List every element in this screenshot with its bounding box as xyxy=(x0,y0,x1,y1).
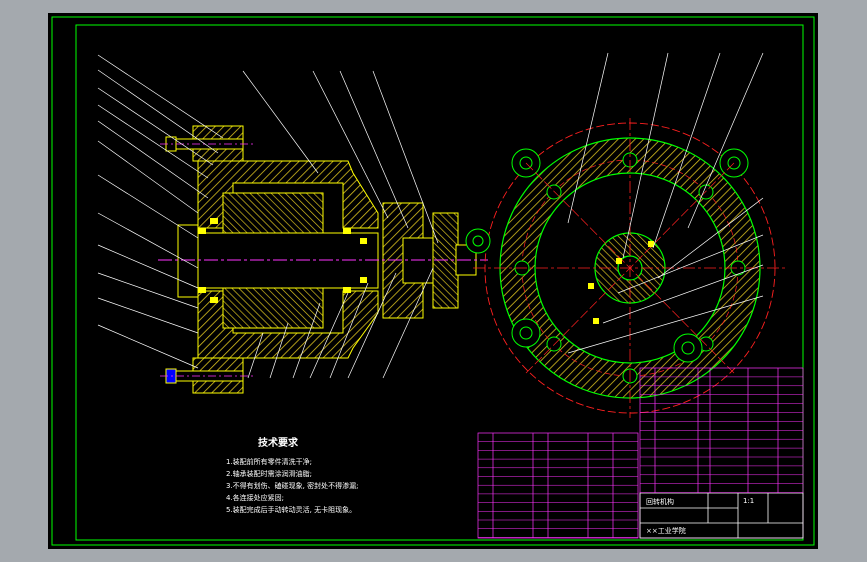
technical-note-item: 2.轴承装配时需涂润滑油脂; xyxy=(226,470,313,478)
bearing-7 xyxy=(360,238,367,244)
key-marker xyxy=(648,241,654,247)
key-marker xyxy=(588,283,594,289)
lug-bottom-left xyxy=(511,318,541,348)
parts-table-left[interactable] xyxy=(477,432,639,539)
technical-notes-title: 技术要求 xyxy=(258,438,298,449)
key-marker xyxy=(593,318,599,324)
technical-note-item: 3.不得有划伤、磕碰现象, 密封处不得渗漏; xyxy=(226,482,359,490)
bolt-hole xyxy=(698,184,714,200)
bolt-hole xyxy=(546,336,562,352)
technical-note-item: 5.装配完成后手动转动灵活, 无卡阻现象。 xyxy=(226,506,357,514)
bolt-hole xyxy=(546,184,562,200)
outer-frame xyxy=(51,16,815,546)
lug-bottom-right xyxy=(673,333,703,363)
bearing-1 xyxy=(198,228,206,234)
section-leaders xyxy=(97,54,439,379)
technical-notes: 技术要求 1.装配前所有零件清洗干净; 2.轴承装配时需涂润滑油脂; 3.不得有… xyxy=(226,438,359,516)
centerline-d2 xyxy=(525,162,735,374)
inner-gear-low xyxy=(222,287,324,329)
inner-gear xyxy=(222,192,324,234)
cad-viewport[interactable]: 技术要求 1.装配前所有零件清洗干净; 2.轴承装配时需涂润滑油脂; 3.不得有… xyxy=(48,13,818,549)
bearing-4 xyxy=(210,297,218,303)
front-view[interactable] xyxy=(465,118,788,418)
bearing-3 xyxy=(210,218,218,224)
bearing-5 xyxy=(343,228,351,234)
title-block-drawing-name: 回转机构 xyxy=(646,498,674,506)
title-block[interactable] xyxy=(639,492,804,539)
inner-frame xyxy=(75,24,804,541)
table-row-lines xyxy=(478,376,803,538)
title-block-org: ××工业学院 xyxy=(646,527,686,535)
technical-note-item: 4.各连接处应紧固; xyxy=(226,494,285,502)
front-leaders xyxy=(567,52,764,354)
title-block-scale: 1:1 xyxy=(743,497,755,505)
bearing-6 xyxy=(343,287,351,293)
key-marker xyxy=(616,258,622,264)
bearing-8 xyxy=(360,277,367,283)
shaft-end xyxy=(177,224,199,298)
section-view[interactable] xyxy=(158,125,488,394)
cad-drawing xyxy=(51,16,815,546)
lug-left xyxy=(465,228,491,254)
technical-note-item: 1.装配前所有零件清洗干净; xyxy=(226,458,313,466)
bearing-2 xyxy=(198,287,206,293)
